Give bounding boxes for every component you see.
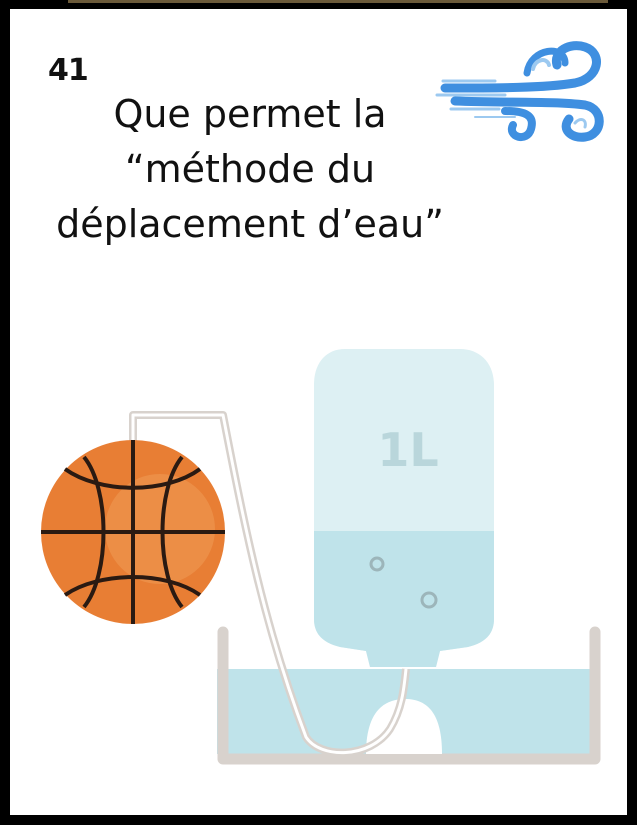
card-top-border [68,0,608,3]
question-line-1: Que permet la [113,92,387,136]
wind-icon [435,41,604,142]
bottle-icon: 1L [314,349,494,667]
basketball-icon [41,440,225,624]
displacement-illustration: 1L [41,349,601,765]
bottle-label: 1L [377,423,438,477]
question-text: Que permet la “méthode du déplacement d’… [40,87,460,252]
card-number: 41 [48,53,89,88]
question-line-2: “méthode du [124,147,376,191]
card-face: 41 Que permet la “méthode du déplacement… [10,9,627,815]
question-line-3: déplacement d’eau” [56,202,444,246]
